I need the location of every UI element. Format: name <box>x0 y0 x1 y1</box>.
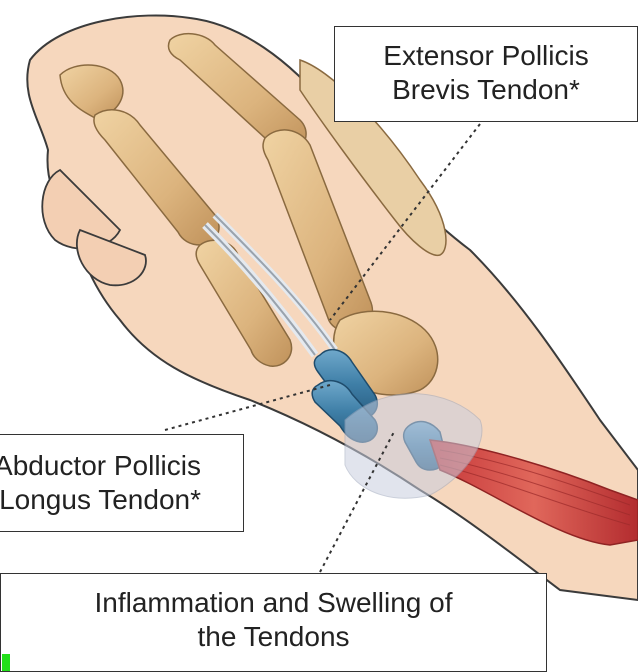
label-extensor-line1: Extensor Pollicis <box>335 39 637 73</box>
label-inflammation-line1: Inflammation and Swelling of <box>1 586 546 620</box>
label-inflammation-line2: the Tendons <box>197 621 349 652</box>
label-abductor-line1: Abductor Pollicis <box>0 449 201 483</box>
label-extensor-pollicis-brevis: Extensor Pollicis Brevis Tendon* <box>334 26 638 122</box>
label-inflammation: Inflammation and Swelling of the Tendons <box>0 573 547 672</box>
label-extensor-line2: Brevis Tendon* <box>335 73 637 107</box>
label-abductor-pollicis-longus: Abductor Pollicis Longus Tendon* <box>0 434 244 532</box>
green-marker <box>2 654 10 672</box>
label-inflammation-line2-wrap: the Tendons <box>1 620 546 672</box>
label-abductor-line2: Longus Tendon* <box>0 483 201 517</box>
